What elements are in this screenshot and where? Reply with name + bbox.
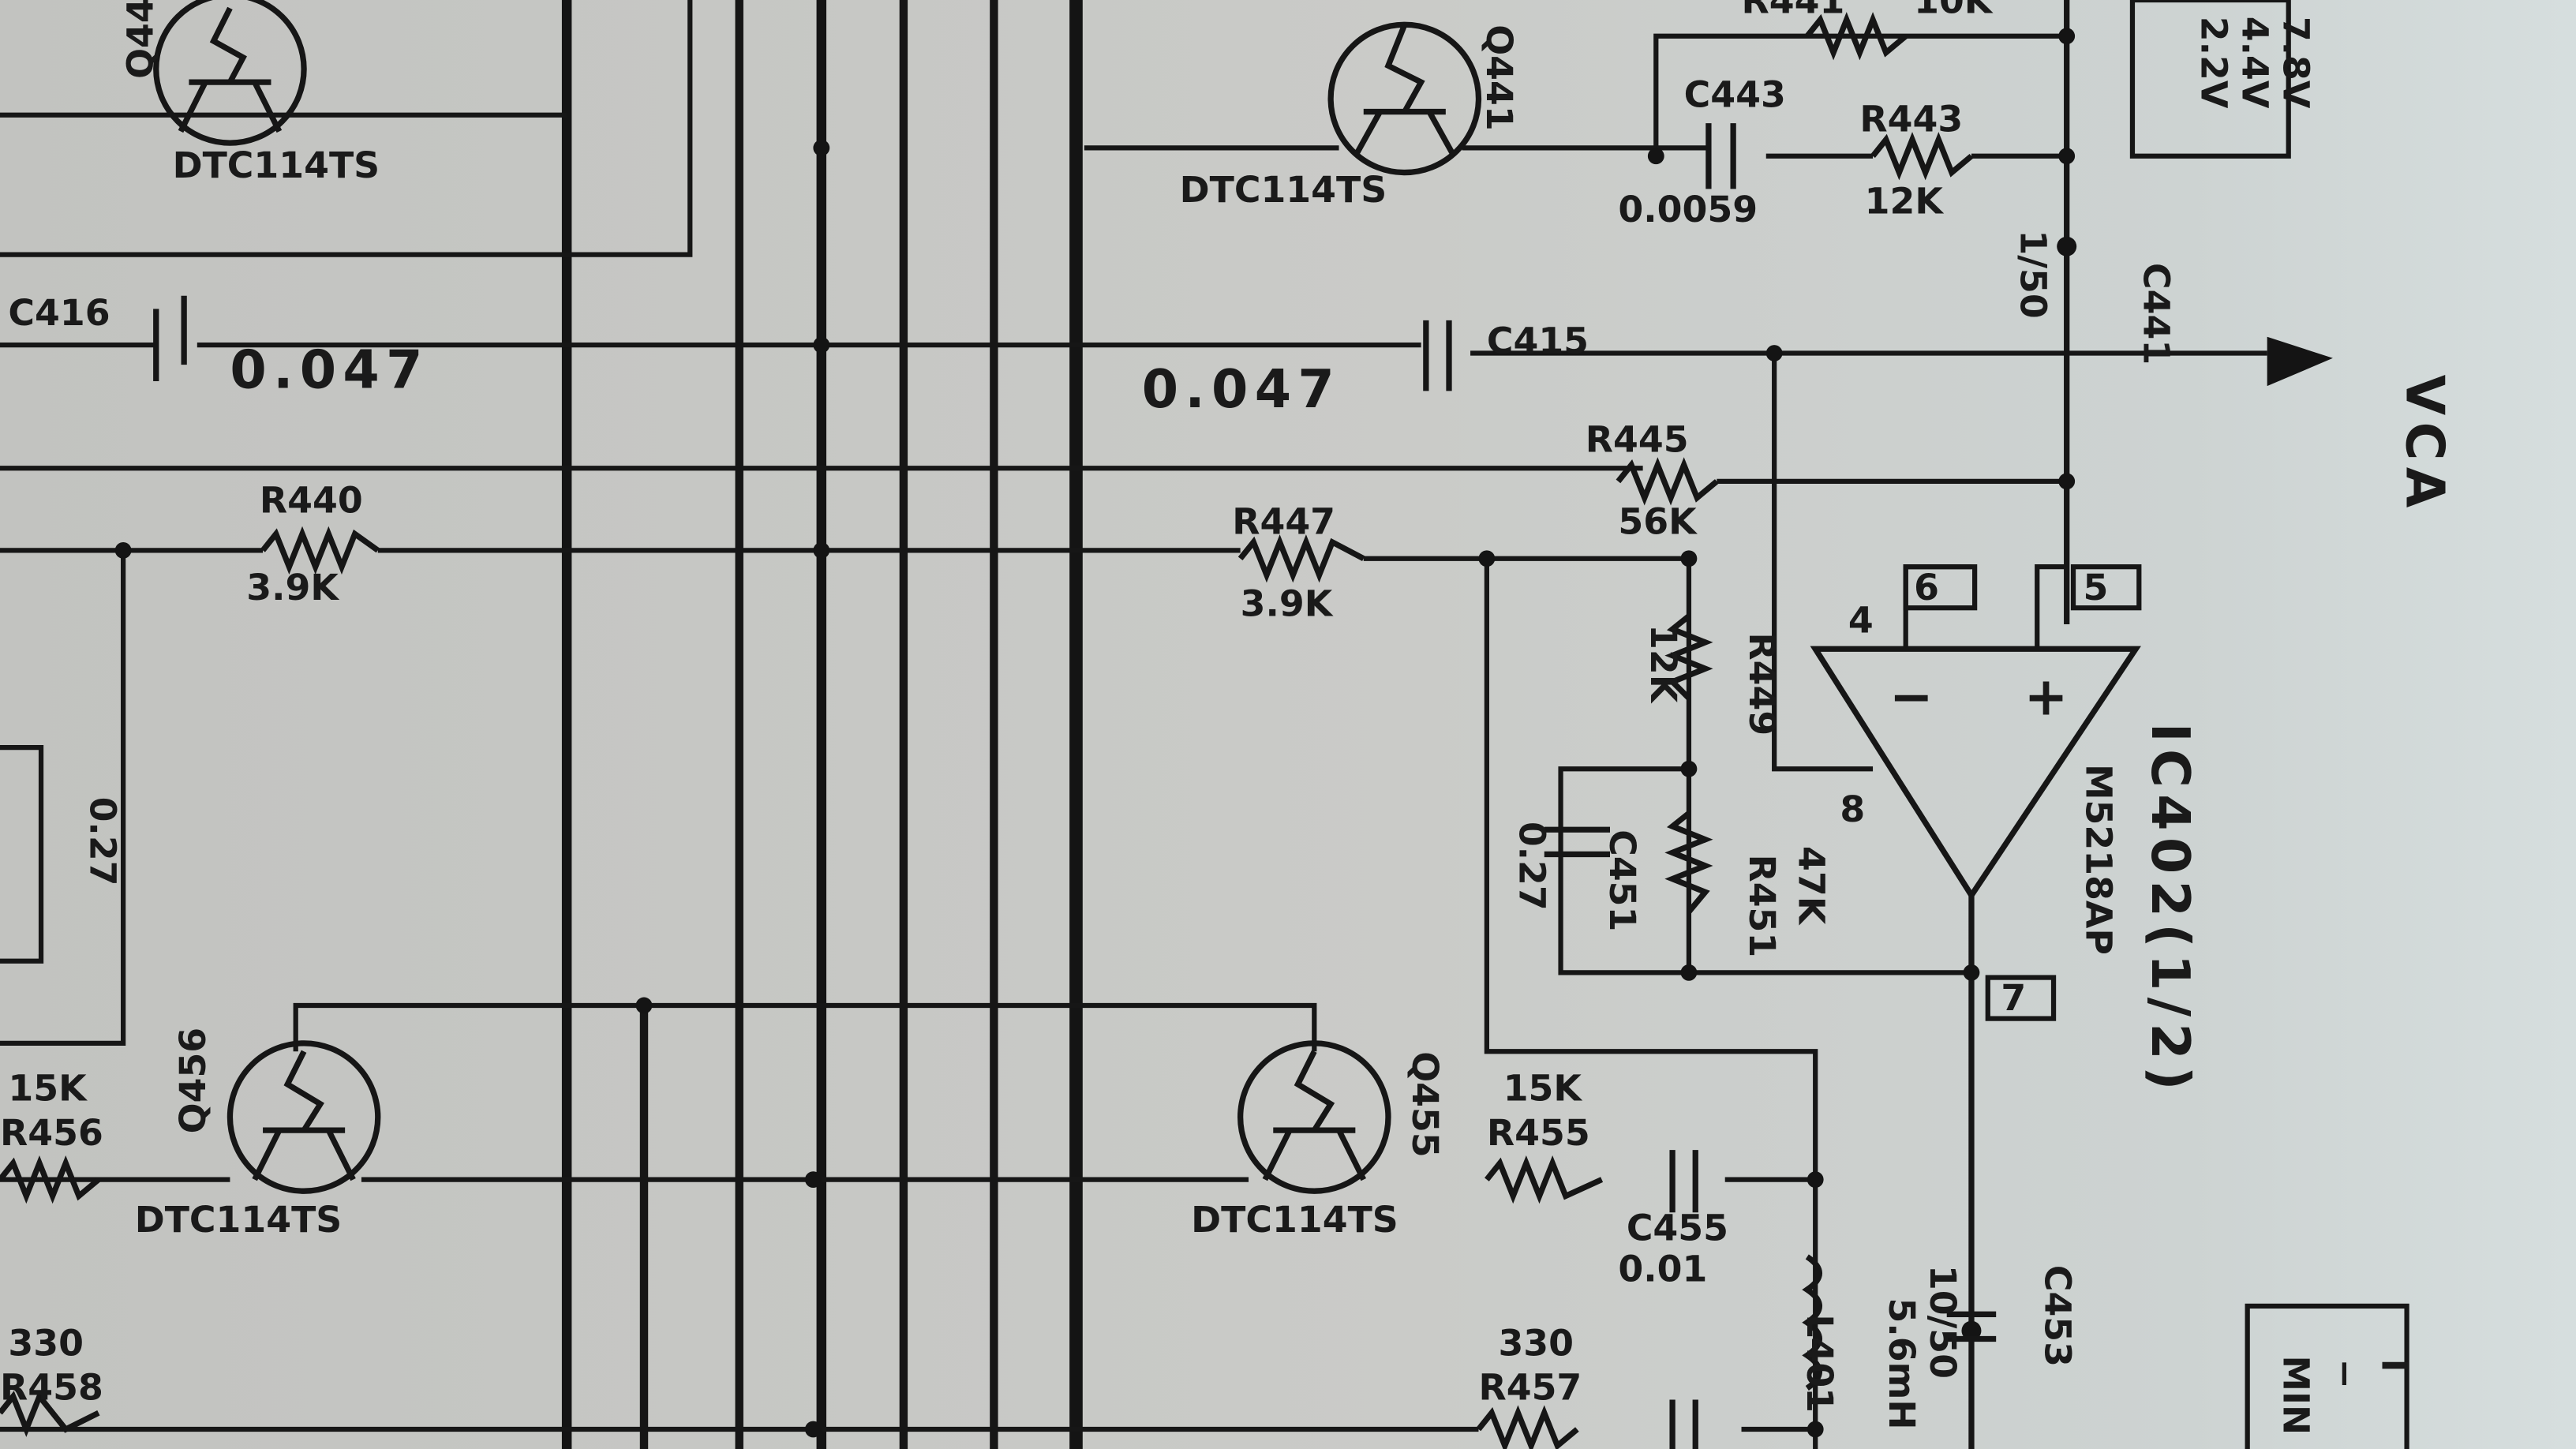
q442-part: DTC114TS <box>173 144 380 186</box>
c415-ref: C415 <box>1487 320 1589 362</box>
right-wiring <box>1084 0 2409 1449</box>
r440-value: 3.9K <box>246 566 339 608</box>
transistor-q442 <box>153 0 307 146</box>
c453-value: 10/50 <box>1922 1265 1964 1379</box>
c455-ref: C455 <box>1627 1207 1728 1249</box>
vca-output-label: VCA <box>2394 375 2456 515</box>
q456-part: DTC114TS <box>135 1198 343 1241</box>
q455-ref: Q455 <box>1404 1051 1447 1157</box>
opamp-ic402 <box>1810 564 2142 1021</box>
resistors <box>0 12 1974 1449</box>
r441-value: 10K <box>1914 0 1994 22</box>
r440-ref: R440 <box>260 478 363 521</box>
pin-6: 6 <box>1914 566 1939 608</box>
q441-ref: Q441 <box>1478 24 1521 130</box>
c443-value: 0.0059 <box>1618 188 1758 230</box>
q441-part: DTC114TS <box>1180 168 1387 211</box>
capacitors <box>153 123 1997 1449</box>
r445-ref: R445 <box>1586 417 1689 460</box>
r457-value: 330 <box>1498 1321 1574 1364</box>
c443-ref: C443 <box>1684 73 1786 115</box>
r449-value: 12K <box>1642 624 1685 704</box>
c455-value: 0.01 <box>1618 1248 1707 1290</box>
c453-ref: C453 <box>2037 1265 2080 1367</box>
opamp-plus: + <box>2024 666 2075 728</box>
transistor-q441 <box>1327 21 1482 176</box>
voltage-1: 7.8V <box>2275 17 2317 109</box>
pin-4: 4 <box>1848 598 1874 641</box>
r451-ref: R451 <box>1741 854 1784 957</box>
r441-ref: R441 <box>1742 0 1845 22</box>
r456-ref: R456 <box>0 1111 103 1154</box>
transistor-q455 <box>1237 1040 1391 1194</box>
voltage-3: 2.2V <box>2192 17 2235 109</box>
c451-ref: C451 <box>1601 829 1644 931</box>
l401-value: 5.6mH <box>1881 1297 1923 1429</box>
q442-ref: Q442 <box>119 0 162 79</box>
bus-lines <box>561 0 1083 1449</box>
legend-min: MIN <box>2275 1355 2317 1435</box>
q456-ref: Q456 <box>171 1028 214 1133</box>
transistor-q456 <box>227 1040 381 1194</box>
voltage-2: 4.4V <box>2233 17 2276 109</box>
r458-value: 330 <box>8 1321 84 1364</box>
l401-ref: L401 <box>1799 1314 1841 1413</box>
c451-value: 0.27 <box>1511 822 1554 911</box>
r455-ref: R455 <box>1487 1111 1590 1154</box>
c415-value: 0.047 <box>1142 358 1341 420</box>
pin-7: 7 <box>2001 976 2026 1019</box>
r455-value: 15K <box>1503 1067 1583 1110</box>
q455-part: DTC114TS <box>1191 1198 1398 1241</box>
r445-value: 56K <box>1618 500 1698 543</box>
r457-ref: R457 <box>1478 1366 1582 1409</box>
r451-value: 47K <box>1790 846 1833 926</box>
c441-ref: C441 <box>2136 263 2178 365</box>
r449-ref: R449 <box>1741 632 1784 736</box>
r443-value: 12K <box>1865 180 1945 223</box>
r456-value: 15K <box>8 1067 88 1110</box>
c452-value: 0.27 <box>81 797 124 886</box>
r443-ref: R443 <box>1859 98 1963 140</box>
legend-dash: − <box>2324 1359 2367 1389</box>
pin-8: 8 <box>1840 788 1865 830</box>
r447-value: 3.9K <box>1241 582 1334 625</box>
c441-value: 1/50 <box>2012 230 2054 318</box>
opamp-minus: − <box>1889 666 1940 728</box>
left-wiring <box>0 0 1643 1438</box>
ic402-ref: IC402(1/2) <box>2140 723 2201 1097</box>
pin-5: 5 <box>2084 566 2109 608</box>
r458-ref: R458 <box>0 1366 103 1409</box>
c416-ref: C416 <box>8 291 110 334</box>
c416-value: 0.047 <box>230 339 429 400</box>
r447-ref: R447 <box>1232 500 1335 543</box>
ic402-part: M5218AP <box>2078 764 2121 955</box>
legend-i: I <box>2373 1359 2416 1372</box>
